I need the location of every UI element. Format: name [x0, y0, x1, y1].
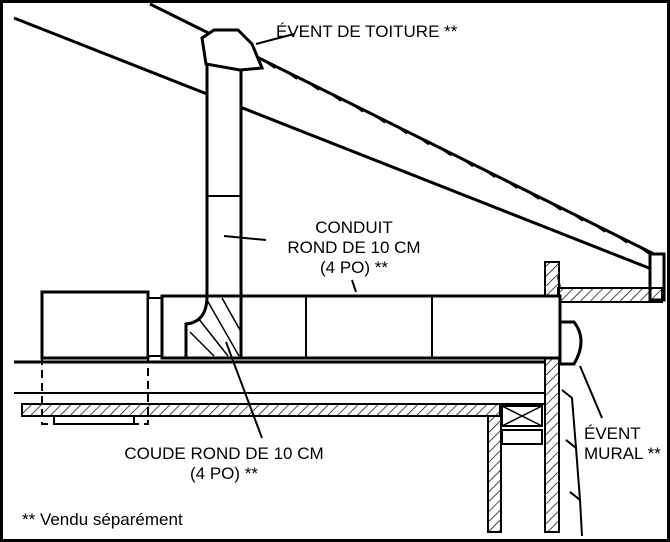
shingle-tick [352, 103, 364, 113]
duct-label-line-1: CONDUIT [315, 218, 393, 237]
shingle-tick [484, 169, 496, 179]
leader-lines [223, 33, 603, 439]
shingle-tick [396, 125, 408, 135]
shingle-tick [594, 223, 606, 233]
fan-housing [40, 290, 163, 425]
soffit [557, 275, 663, 303]
wall-vent-hood [558, 320, 583, 366]
shingle-tick [638, 245, 650, 255]
shingle-tick [264, 60, 276, 69]
shingle-tick [330, 92, 342, 102]
shingle-tick [506, 180, 518, 189]
shingle-tick [528, 191, 540, 200]
shingle-tick [374, 114, 386, 124]
ceiling [14, 360, 546, 417]
elbow-label-line-1: COUDE ROND DE 10 CM [124, 444, 324, 463]
duct-label-line-2: ROND DE 10 CM [287, 238, 421, 257]
shingle-tick [462, 158, 474, 168]
wall-vent-label-line-2: MURAL ** [584, 444, 661, 463]
roof-vent-cap [200, 28, 265, 72]
elbow-label: COUDE ROND DE 10 CM (4 PO) ** [84, 444, 364, 484]
shingle-tick [616, 234, 628, 244]
shingle-tick [572, 213, 584, 222]
shingle-tick [286, 71, 298, 80]
roof-vent-label: ÉVENT DE TOITURE ** [276, 22, 458, 41]
shingle-tick [440, 147, 452, 157]
shingle-tick [550, 202, 562, 211]
duct-label: CONDUIT ROND DE 10 CM (4 PO) ** [244, 218, 464, 278]
footnote: ** Vendu séparément [22, 510, 183, 529]
shingle-tick [418, 136, 430, 146]
wall-vent-label-line-1: ÉVENT [584, 424, 641, 443]
elbow-label-line-2: (4 PO) ** [189, 464, 259, 483]
vertical-duct [205, 60, 243, 298]
shingle-tick [308, 82, 320, 91]
wall-vent-label: ÉVENT MURAL ** [584, 424, 661, 464]
duct-label-line-3: (4 PO) ** [319, 258, 389, 277]
